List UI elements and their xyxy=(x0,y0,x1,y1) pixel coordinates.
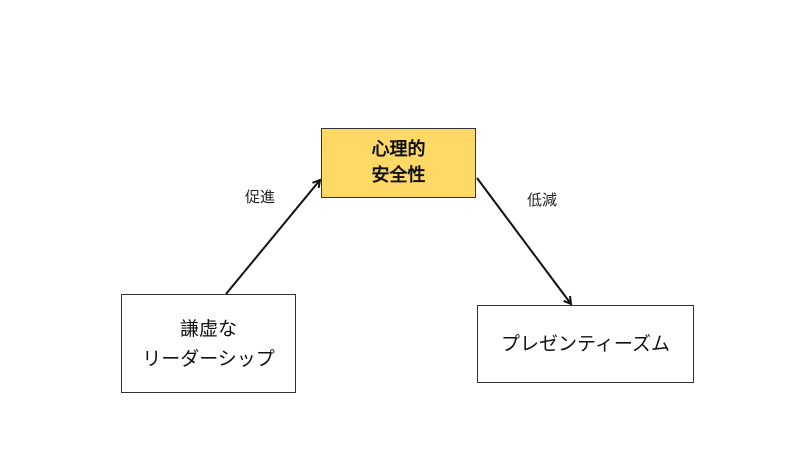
humble-leadership-line2: リーダーシップ xyxy=(142,347,275,370)
arrow-promote xyxy=(225,180,320,295)
promote-edge-label: 促進 xyxy=(245,188,276,206)
reduce-edge-label: 低減 xyxy=(527,191,558,209)
psychological-safety-line1: 心理的 xyxy=(371,139,426,160)
humble-leadership-line1: 謙虚な xyxy=(179,317,237,340)
psychological-safety-node: 心理的 安全性 xyxy=(321,128,476,198)
humble-leadership-node: 謙虚な リーダーシップ xyxy=(121,294,296,393)
presenteeism-label: プレゼンティーズム xyxy=(501,333,670,355)
psychological-safety-line2: 安全性 xyxy=(371,165,426,186)
arrow-reduce xyxy=(476,177,571,304)
presenteeism-node: プレゼンティーズム xyxy=(477,305,694,383)
